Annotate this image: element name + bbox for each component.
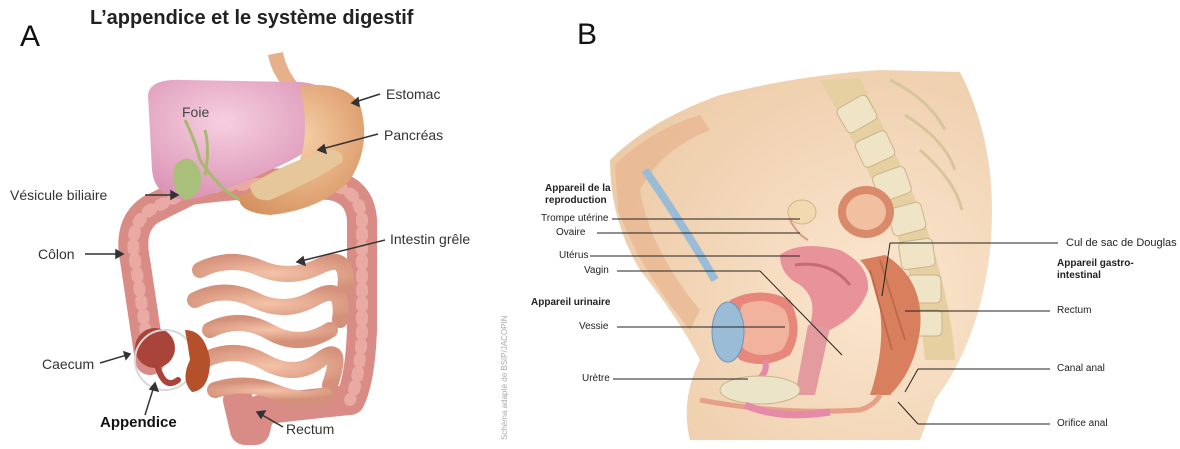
kidney-vessel-shape bbox=[712, 302, 744, 362]
label-vesicule-biliaire: Vésicule biliaire bbox=[10, 187, 107, 203]
label-cul-de-sac-douglas: Cul de sac de Douglas bbox=[1066, 237, 1177, 249]
label-uterus: Utérus bbox=[559, 250, 588, 261]
label-appareil-gastro-intestinal: Appareil gastro-intestinal bbox=[1057, 258, 1137, 282]
label-foie: Foie bbox=[182, 104, 209, 120]
image-credit: Schéma adapté de BSIP/JACOPIN bbox=[500, 315, 509, 440]
label-appareil-reproduction: Appareil de la reproduction bbox=[545, 183, 623, 207]
label-rectum-a: Rectum bbox=[286, 421, 334, 437]
small-intestine-shape bbox=[195, 262, 346, 399]
label-appendice: Appendice bbox=[100, 414, 177, 431]
label-uretre: Urètre bbox=[582, 373, 610, 384]
label-vessie: Vessie bbox=[579, 321, 608, 332]
label-pancreas: Pancréas bbox=[384, 127, 443, 143]
label-intestin-grele: Intestin grêle bbox=[390, 231, 470, 247]
label-trompe-uterine: Trompe utérine bbox=[541, 213, 608, 224]
label-colon: Côlon bbox=[38, 246, 75, 262]
label-canal-anal: Canal anal bbox=[1057, 363, 1105, 374]
label-appareil-urinaire: Appareil urinaire bbox=[531, 297, 610, 309]
label-caecum: Caecum bbox=[42, 356, 94, 372]
label-orifice-anal: Orifice anal bbox=[1057, 418, 1108, 429]
caecum-shape bbox=[135, 328, 175, 368]
label-estomac: Estomac bbox=[386, 86, 440, 102]
pubic-bone-shape bbox=[720, 376, 800, 404]
ovary-shape bbox=[788, 200, 816, 224]
panel-b-illustration bbox=[610, 70, 992, 440]
panel-b-letter: B bbox=[577, 18, 597, 52]
label-vagin: Vagin bbox=[584, 265, 609, 276]
appendix-shape bbox=[185, 330, 210, 392]
label-rectum-b: Rectum bbox=[1057, 305, 1091, 316]
label-ovaire: Ovaire bbox=[556, 227, 585, 238]
